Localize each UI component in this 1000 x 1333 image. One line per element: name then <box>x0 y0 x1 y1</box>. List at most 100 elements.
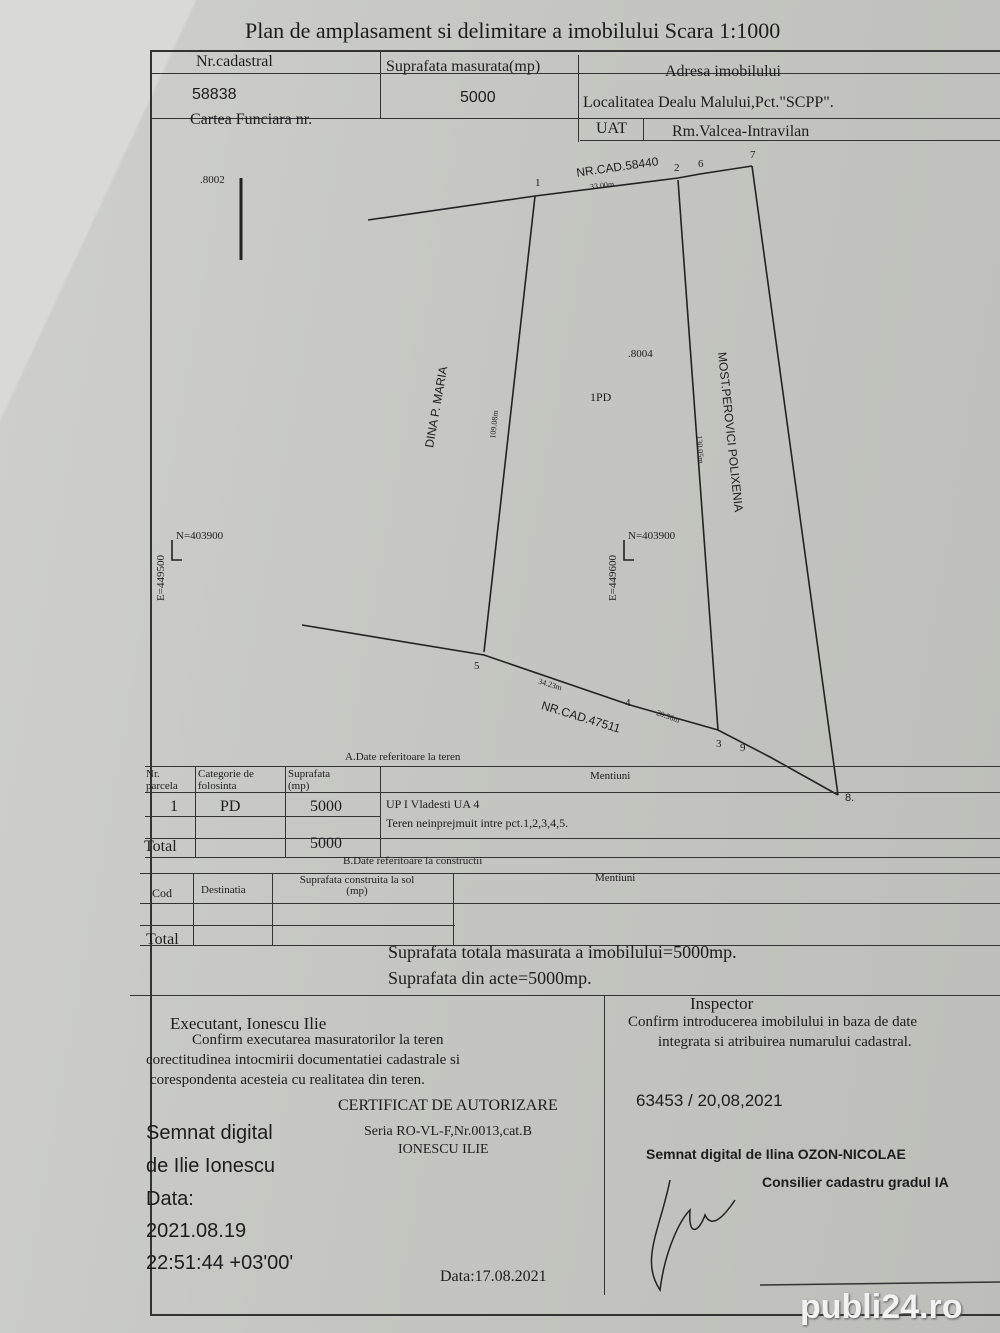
executant-data: Data:17.08.2021 <box>440 1268 547 1285</box>
cell-suprafata: 5000 <box>310 798 342 815</box>
point-7: 7 <box>750 149 756 161</box>
inspector-line-2: integrata si atribuirea numarului cadast… <box>658 1034 912 1050</box>
divider <box>145 816 380 817</box>
uat-value: Rm.Valcea-Intravilan <box>672 123 810 140</box>
boundary-west <box>483 195 536 653</box>
divider <box>643 118 644 140</box>
constructii-total-label: Total <box>146 931 179 948</box>
executant-title: Executant, Ionescu Ilie <box>170 1014 327 1033</box>
grid-e-2: E=449600 <box>606 555 619 601</box>
point-5: 5 <box>474 660 480 672</box>
executant-line-2: corectitudinea intocmirii documentatiei … <box>146 1052 461 1068</box>
adresa-label: Adresa imobilului <box>665 63 781 80</box>
divider <box>193 873 194 945</box>
teren-section-title: A.Date referitoare la teren <box>345 751 461 763</box>
divider <box>140 945 1000 946</box>
divider <box>150 73 1000 74</box>
station-8004: .8004 <box>628 348 653 360</box>
divider <box>604 995 605 1295</box>
digital-sign-3: Data: <box>146 1188 194 1210</box>
boundary-far-east <box>751 165 839 796</box>
document-title: Plan de amplasament si delimitare a imob… <box>245 18 781 43</box>
summary-acte: Suprafata din acte=5000mp. <box>388 968 592 988</box>
point-3: 3 <box>716 738 722 750</box>
divider <box>145 766 1000 767</box>
header-suprafata: Suprafata (mp) <box>288 768 331 792</box>
constructii-section-title: B.Date referitoare la constructii <box>343 855 483 867</box>
station-8002: .8002 <box>200 174 225 186</box>
digital-sign-date: 2021.08.19 <box>146 1220 247 1242</box>
document-frame <box>150 50 1000 1316</box>
cert-name: IONESCU ILIE <box>398 1142 489 1157</box>
divider <box>140 903 1000 904</box>
point-2: 2 <box>674 162 680 174</box>
cell-parcela: 1 <box>170 798 178 815</box>
cell-categorie: PD <box>220 798 241 815</box>
divider <box>578 55 579 142</box>
divider <box>130 995 1000 996</box>
carte-funciara-label: Cartea Funciara nr. <box>190 111 313 128</box>
grid-mark-1 <box>171 540 182 561</box>
header-cod: Cod <box>152 886 173 900</box>
divider <box>140 925 455 926</box>
divider <box>272 873 273 945</box>
uat-label: UAT <box>596 120 628 137</box>
divider <box>145 838 1000 839</box>
header-nr-parcela: Nr. parcela <box>146 768 178 792</box>
adresa-value: Localitatea Dealu Malului,Pct."SCPP". <box>583 94 834 111</box>
mentiune-1: UP I Vladesti UA 4 <box>386 797 480 811</box>
watermark-logo: publi24.ro <box>800 1288 963 1326</box>
total-value: 5000 <box>310 835 342 852</box>
header-mentiuni-constructii: Mentiuni <box>595 872 636 884</box>
divider <box>580 140 1000 141</box>
boundary-east <box>677 179 719 731</box>
parcel-label: 1PD <box>590 390 612 404</box>
cert-serie: Seria RO-VL-F,Nr.0013,cat.B <box>364 1124 533 1139</box>
divider <box>285 766 286 857</box>
header-destinatia: Destinatia <box>201 884 246 896</box>
point-4: 4 <box>625 697 631 709</box>
divider <box>453 873 454 945</box>
boundary-south <box>301 624 839 796</box>
divider <box>195 766 196 857</box>
inspector-digital-sign: Semnat digital de Ilina OZON-NICOLAE <box>646 1146 906 1162</box>
digital-sign-1: Semnat digital <box>146 1122 273 1144</box>
divider <box>380 766 381 857</box>
grid-n-1: N=403900 <box>176 530 224 542</box>
boundary-north <box>367 165 753 221</box>
point-9: 9 <box>740 742 746 754</box>
point-1: 1 <box>535 177 541 189</box>
digital-sign-2: de Ilie Ionescu <box>146 1155 275 1177</box>
grid-n-2: N=403900 <box>628 530 676 542</box>
point-6: 6 <box>698 158 704 170</box>
inspector-title: Inspector <box>690 994 754 1013</box>
grid-mark-2 <box>623 540 634 561</box>
divider <box>150 118 1000 119</box>
inspector-number: 63453 / 20,08,2021 <box>636 1091 783 1110</box>
inspector-role: Consilier cadastru gradul IA <box>762 1174 949 1190</box>
divider <box>380 52 381 118</box>
divider <box>145 792 1000 793</box>
suprafata-label: Suprafata masurata(mp) <box>386 58 541 75</box>
header-mentiuni: Mentiuni <box>590 770 631 782</box>
suprafata-value: 5000 <box>460 89 496 106</box>
header-categorie: Categorie de folosinta <box>198 768 254 792</box>
total-label: Total <box>144 838 177 855</box>
inspector-line-1: Confirm introducerea imobilului in baza … <box>628 1014 918 1030</box>
executant-line-1: Confirm executarea masuratorilor la tere… <box>192 1032 444 1048</box>
executant-line-3: corespondenta acesteia cu realitatea din… <box>150 1072 425 1088</box>
mentiune-2: Teren neinprejmuit intre pct.1,2,3,4,5. <box>386 816 569 830</box>
summary-total: Suprafata totala masurata a imobilului=5… <box>388 942 737 962</box>
point-8: 8. <box>845 792 855 804</box>
nr-cadastral-label: Nr.cadastral <box>196 53 273 70</box>
header-suprafata-constructii: Suprafata construita la sol (mp) <box>299 874 415 897</box>
nr-cadastral-value: 58838 <box>192 86 237 103</box>
divider <box>145 857 1000 858</box>
divider <box>140 873 1000 874</box>
length-2-3: 130.05m <box>694 435 706 464</box>
grid-e-1: E=449500 <box>154 555 167 601</box>
cert-title: CERTIFICAT DE AUTORIZARE <box>338 1097 558 1114</box>
digital-sign-time: 22:51:44 +03'00' <box>146 1252 294 1274</box>
